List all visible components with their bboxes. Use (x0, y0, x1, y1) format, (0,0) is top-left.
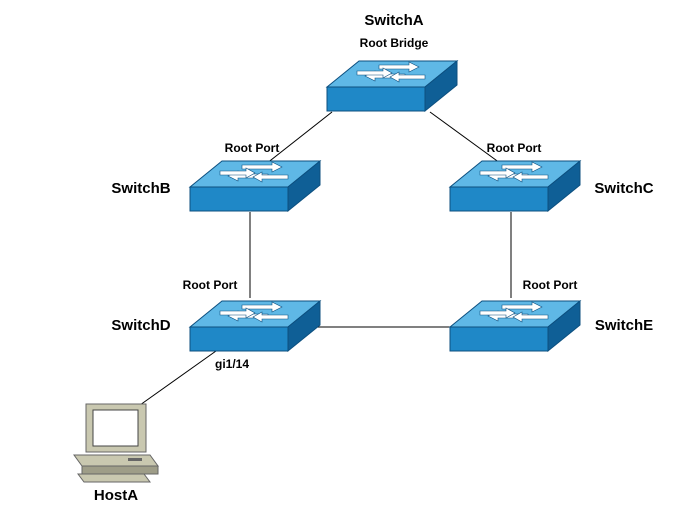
link-d-host (139, 350, 217, 406)
switch-d-icon[interactable] (189, 300, 321, 352)
switch-a-icon[interactable] (326, 60, 458, 112)
switch-a-name: SwitchA (364, 12, 423, 29)
switch-b-icon[interactable] (189, 160, 321, 212)
switch-b-root-port-label: Root Port (225, 141, 280, 155)
link-a-c (429, 111, 501, 164)
switch-d-host-port-label: gi1/14 (215, 357, 249, 371)
switch-c-icon[interactable] (449, 160, 581, 212)
switch-e-icon[interactable] (449, 300, 581, 352)
switch-e-name: SwitchE (595, 317, 653, 334)
host-a-name: HostA (94, 487, 138, 504)
links (139, 111, 512, 406)
switch-d-name: SwitchD (111, 317, 170, 334)
switch-c-root-port-label: Root Port (487, 141, 542, 155)
switch-e-root-port-label: Root Port (523, 278, 578, 292)
switch-b-name: SwitchB (111, 180, 170, 197)
switch-a-root-bridge-label: Root Bridge (360, 36, 429, 50)
switch-d-root-port-label: Root Port (183, 278, 238, 292)
switch-c-name: SwitchC (594, 180, 653, 197)
desktop-computer-icon[interactable] (73, 403, 159, 483)
